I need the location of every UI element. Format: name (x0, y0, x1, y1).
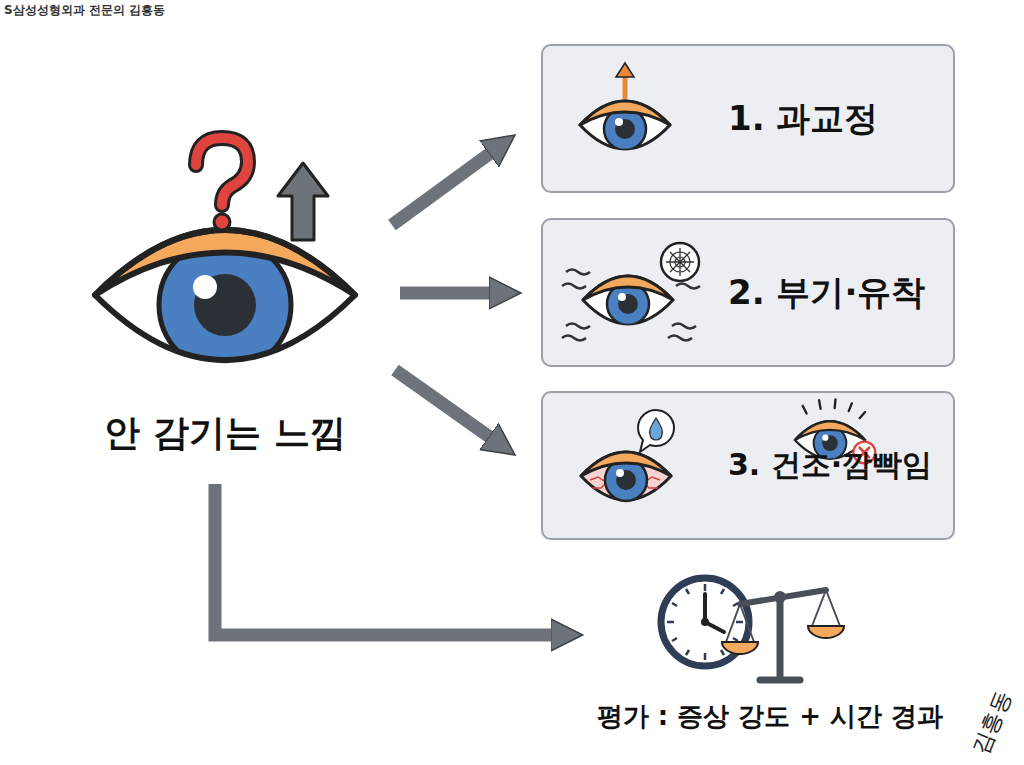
dry-eye-icon (581, 410, 674, 501)
node-text: 2. 부기·유착 (728, 270, 925, 316)
node-text: 3. 건조·깜빡임 (728, 445, 932, 486)
node-text: 안 감기는 느낌 (104, 409, 345, 458)
icon-node: 안 감기는 느낌 (70, 130, 380, 470)
icon-node: 평가 : 증상 강도 + 시간 경과 (589, 565, 952, 740)
swelling-icon (562, 243, 700, 341)
scale-icon (722, 590, 844, 680)
box-fill (541, 218, 955, 367)
box-fill (541, 44, 955, 193)
node-text: 평가 : 증상 강도 + 시간 경과 (597, 699, 944, 734)
up-arrow (278, 163, 328, 240)
eye-illustration (95, 230, 355, 371)
watermark: S삼성성형외과 전문의 김흥동 (4, 2, 165, 19)
flow-arrow (392, 153, 491, 225)
flow-arrow (215, 484, 553, 635)
overcorrection-icon (580, 63, 670, 150)
node-text: 1. 과교정 (728, 96, 878, 142)
flow-arrow (400, 287, 491, 300)
process-box: 2. 부기·유착 (541, 218, 955, 367)
flow-arrow (395, 370, 491, 438)
signature: 김흥동 (965, 687, 1018, 759)
process-box: 3. 건조·깜빡임 (541, 391, 955, 540)
box-fill (541, 391, 955, 540)
process-box: 1. 과교정 (541, 44, 955, 193)
question-mark (196, 138, 248, 230)
